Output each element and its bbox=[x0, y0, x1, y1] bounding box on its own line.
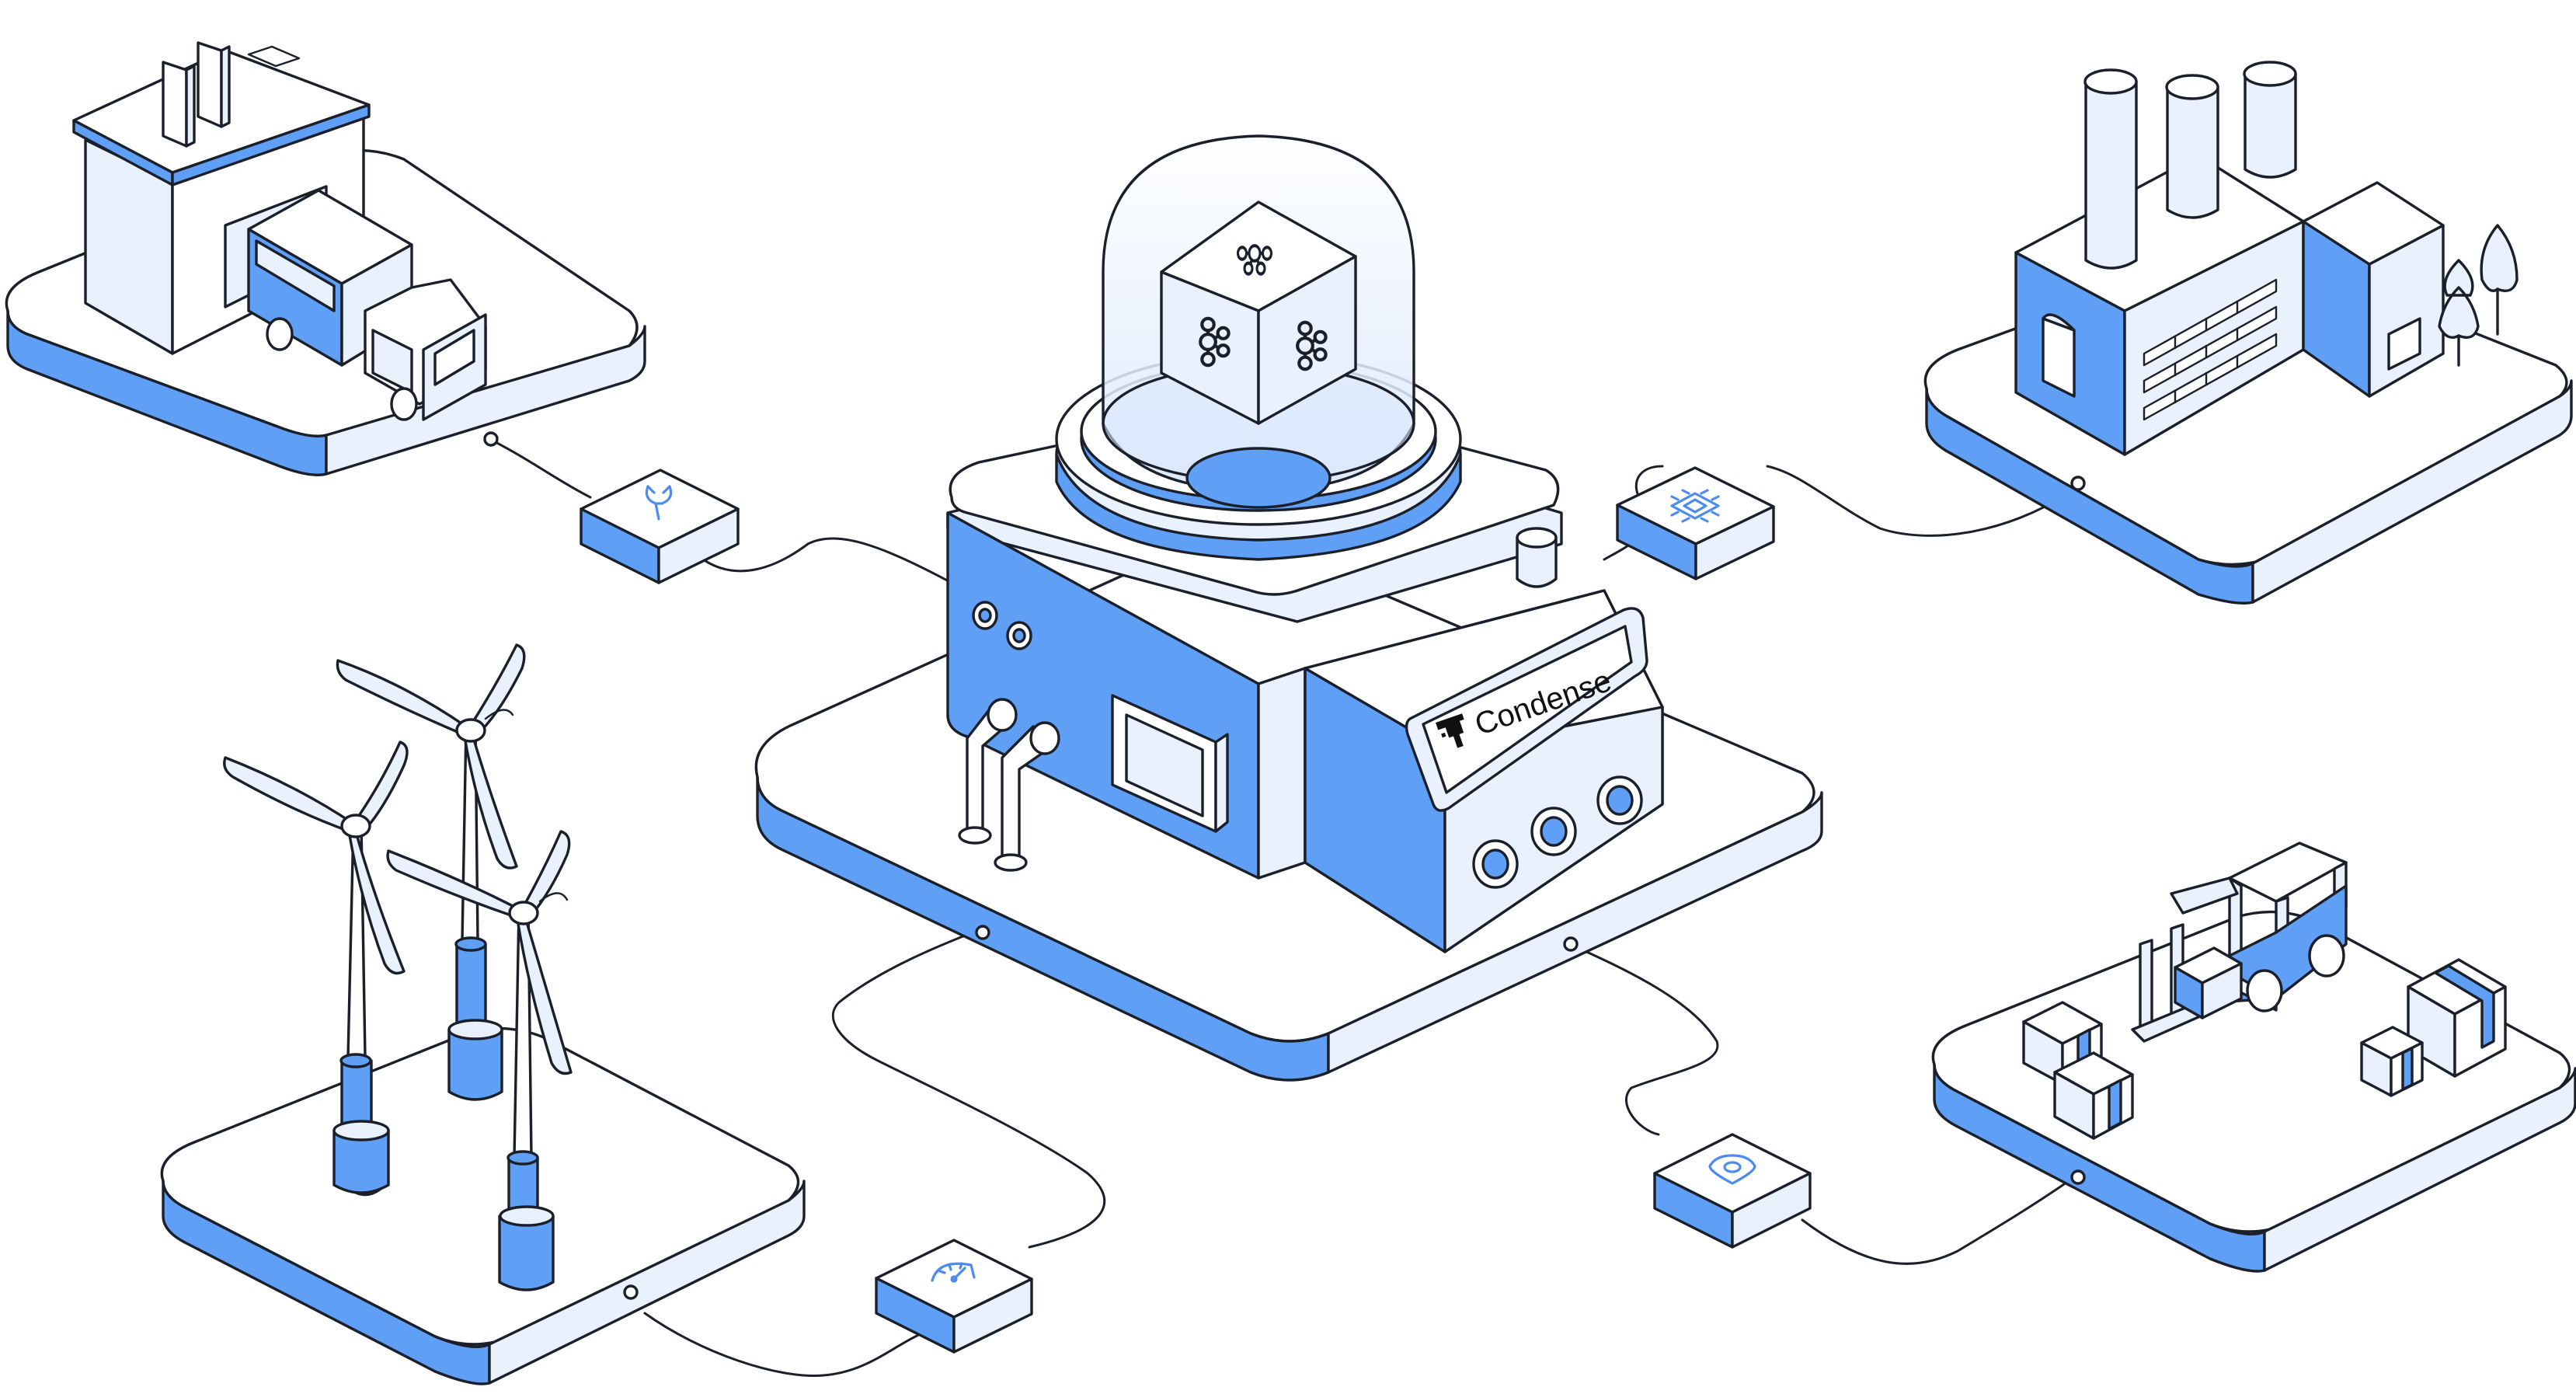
sensor-box-chip[interactable] bbox=[1616, 466, 1775, 580]
wrench-icon bbox=[645, 485, 673, 521]
sensor-box-location[interactable] bbox=[1653, 1133, 1812, 1249]
node-wind-farm bbox=[160, 643, 806, 1385]
location-pin-icon bbox=[1708, 1154, 1756, 1185]
kafka-cube-icon bbox=[1160, 200, 1357, 425]
node-factory bbox=[1923, 61, 2573, 605]
chip-icon bbox=[1670, 489, 1720, 523]
sensor-box-wrench[interactable] bbox=[580, 469, 740, 584]
node-warehouse-truck bbox=[5, 41, 646, 476]
connection-wires bbox=[488, 437, 2076, 1377]
node-logistics-forklift bbox=[1931, 842, 2576, 1273]
sensor-box-gauge[interactable] bbox=[875, 1239, 1033, 1354]
gauge-icon bbox=[931, 1262, 976, 1283]
central-processing-unit: Condense bbox=[946, 134, 1664, 953]
panel-knobs bbox=[1472, 775, 1643, 889]
